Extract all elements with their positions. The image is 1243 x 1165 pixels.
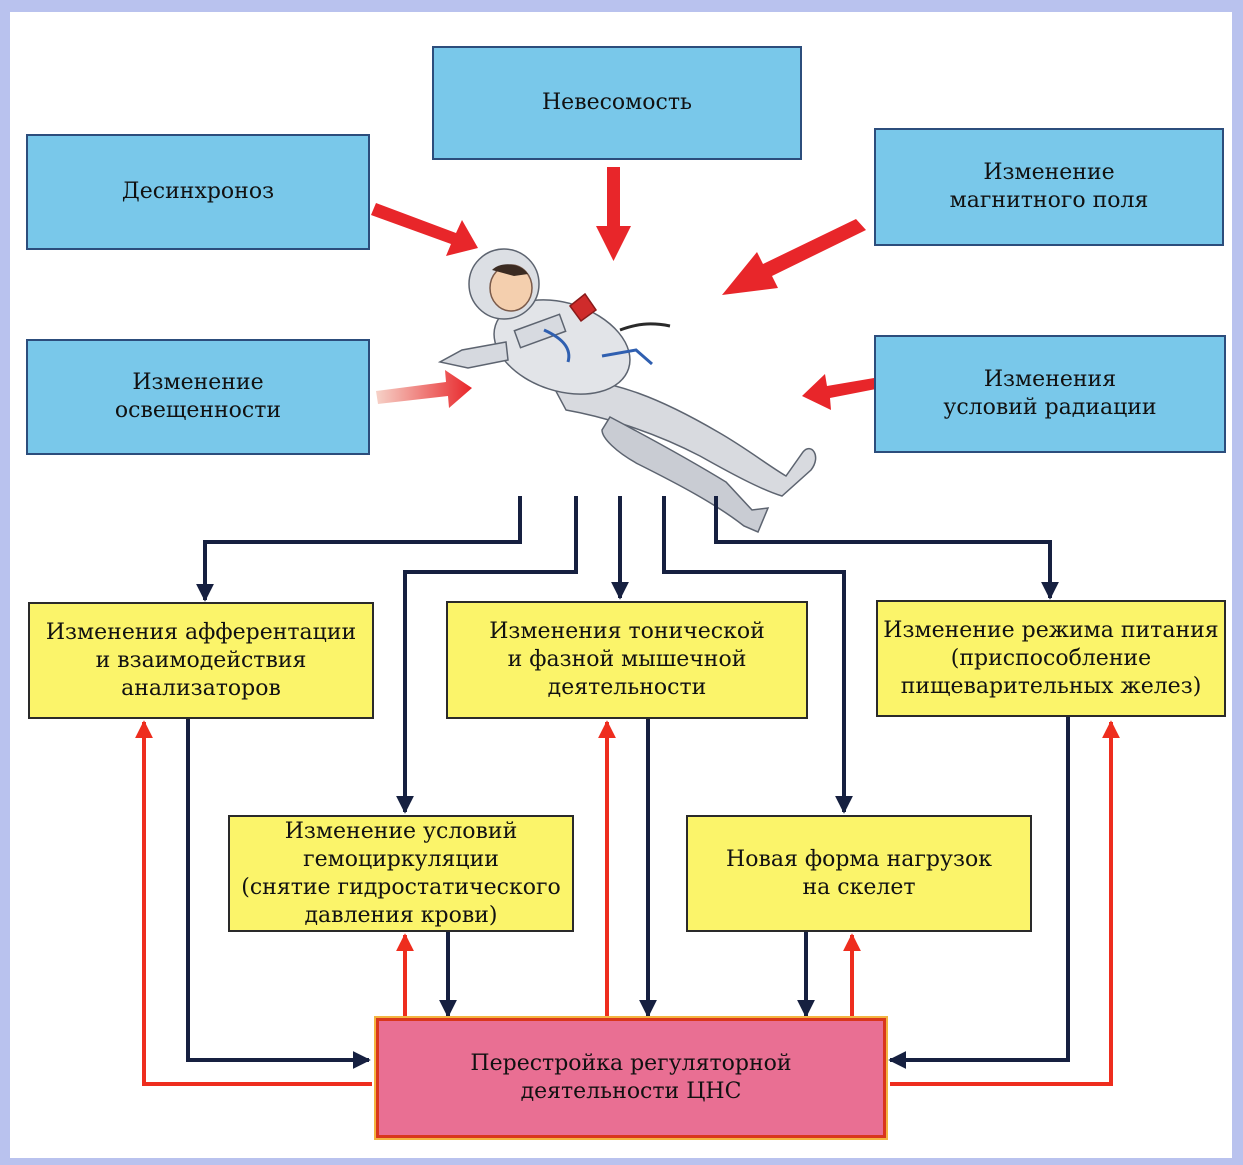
influence-arrows	[371, 167, 876, 410]
factor-weightlessness: Невесомость	[432, 46, 802, 160]
feedback-to-afferentation	[135, 720, 372, 1086]
arrow-to-hemocirculation	[396, 496, 578, 814]
astronaut-illustration	[437, 248, 817, 533]
factor-desynchronosis: Десинхроноз	[26, 134, 370, 250]
arrow-nutrition-to-center	[888, 717, 1070, 1069]
arrow-weightlessness	[596, 167, 631, 261]
feedback-arrows	[135, 720, 1120, 1086]
feedback-to-nutrition	[890, 720, 1120, 1086]
arrow-radiation	[802, 374, 876, 410]
arrow-afferentation-to-center	[186, 717, 371, 1069]
effect-afferentation: Изменения афферентации и взаимодействия …	[28, 602, 374, 719]
factor-radiation: Изменения условий радиации	[874, 335, 1226, 453]
center-cns-restructuring: Перестройка регуляторной деятельности ЦН…	[376, 1018, 886, 1138]
arrow-to-nutrition	[714, 496, 1059, 600]
diagram-canvas: Невесомость Десинхроноз Изменение магнит…	[10, 12, 1232, 1158]
effect-hemocirculation: Изменение условий гемоциркуляции (снятие…	[228, 815, 574, 932]
arrow-to-afferentation	[196, 496, 522, 602]
effect-nutrition: Изменение режима питания (приспособление…	[876, 600, 1226, 717]
effect-muscular-activity: Изменения тонической и фазной мышечной д…	[446, 601, 808, 719]
arrow-magnetic	[722, 219, 866, 295]
effect-arrows	[186, 496, 1070, 1069]
factor-illumination: Изменение освещенности	[26, 339, 370, 455]
arrow-illumination	[376, 370, 472, 408]
factor-magnetic-field: Изменение магнитного поля	[874, 128, 1224, 246]
arrow-desynchronosis	[371, 203, 478, 256]
connectors-layer	[135, 167, 1120, 1086]
effect-skeleton-load: Новая форма нагрузок на скелет	[686, 815, 1032, 932]
arrow-to-skeleton	[662, 496, 853, 814]
